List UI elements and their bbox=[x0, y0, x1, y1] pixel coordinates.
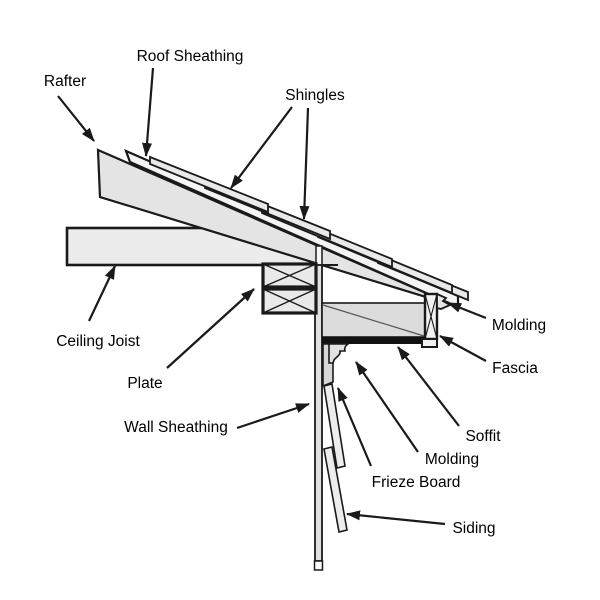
roof-sheathing-arrow bbox=[142, 67, 155, 157]
fascia-shape bbox=[421, 292, 439, 348]
molding-lower-arrow bbox=[355, 361, 419, 453]
shingles-arrow-2 bbox=[299, 107, 310, 220]
wall-sheathing-arrow bbox=[236, 402, 310, 430]
molding-upper-arrow bbox=[447, 301, 487, 320]
molding-lower-shape bbox=[328, 343, 351, 364]
shingles-label: Shingles bbox=[285, 87, 345, 104]
molding-lower-label: Molding bbox=[425, 451, 479, 468]
ceiling-joist-label: Ceiling Joist bbox=[56, 333, 140, 350]
ceiling-joist-arrow bbox=[88, 265, 116, 322]
fascia-arrow bbox=[439, 335, 487, 362]
plate-label: Plate bbox=[127, 375, 162, 392]
wall-sheathing-bottom-cap bbox=[313, 560, 324, 571]
roof-sheathing-label: Roof Sheathing bbox=[137, 48, 244, 65]
siding-shape bbox=[323, 383, 348, 533]
rafter-arrow bbox=[57, 95, 95, 142]
rafter-label: Rafter bbox=[44, 73, 86, 90]
wall-sheathing-label: Wall Sheathing bbox=[124, 419, 228, 436]
leader-arrows bbox=[57, 67, 487, 526]
shingles-shape bbox=[149, 155, 469, 302]
plate-shape bbox=[261, 262, 318, 315]
soffit-arrow bbox=[397, 346, 460, 427]
siding-label: Siding bbox=[452, 520, 495, 537]
rafter-tail-line bbox=[322, 304, 425, 337]
frieze-board-label: Frieze Board bbox=[372, 474, 461, 491]
plate-arrow bbox=[166, 288, 255, 369]
soffit-label: Soffit bbox=[465, 428, 501, 445]
siding-arrow bbox=[346, 510, 446, 526]
molding-upper-label: Molding bbox=[492, 317, 546, 334]
soffit-shape bbox=[322, 337, 424, 344]
frieze-board-arrow bbox=[336, 387, 373, 467]
fascia-label: Fascia bbox=[492, 360, 538, 377]
shingles-arrow-1 bbox=[230, 106, 293, 189]
